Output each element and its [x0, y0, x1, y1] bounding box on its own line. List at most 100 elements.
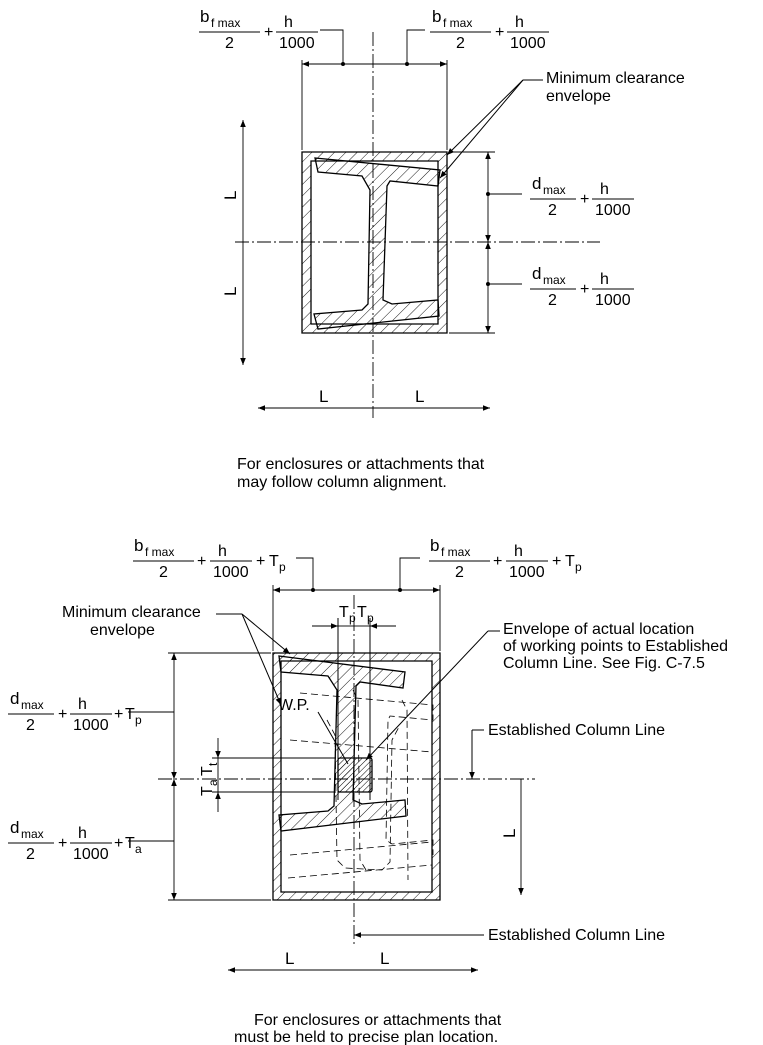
bottom-right-width-formula: b f max 2 + h 1000 + T p	[429, 536, 582, 581]
svg-text:L: L	[221, 191, 240, 200]
bottom-lower-height-formula: d max 2 + h 1000 + T a	[8, 818, 142, 863]
svg-text:2: 2	[548, 292, 557, 309]
svg-text:L: L	[285, 949, 294, 968]
svg-text:1000: 1000	[73, 846, 109, 863]
svg-text:h: h	[218, 543, 227, 560]
svg-text:envelope: envelope	[546, 88, 611, 105]
svg-text:T: T	[125, 706, 135, 723]
svg-text:+: +	[58, 706, 67, 723]
svg-text:+: +	[114, 835, 123, 852]
top-clearance-envelope	[301, 151, 448, 334]
svg-text:h: h	[78, 825, 87, 842]
svg-text:p: p	[135, 713, 142, 727]
top-upper-height-formula: d max 2 + h 1000	[530, 174, 634, 219]
svg-text:f max: f max	[145, 545, 174, 559]
svg-text:a: a	[135, 842, 142, 856]
top-left-L-dimension: L L	[221, 120, 246, 365]
svg-text:max: max	[21, 698, 44, 712]
svg-text:max: max	[543, 183, 566, 197]
svg-text:L: L	[221, 287, 240, 296]
svg-text:b: b	[134, 536, 143, 555]
svg-text:h: h	[600, 181, 609, 198]
svg-text:+: +	[495, 24, 504, 41]
bottom-envelope-label: Minimum clearance envelope	[62, 604, 291, 706]
svg-text:+: +	[197, 553, 206, 570]
top-left-width-formula: b f max 2 + h 1000	[199, 7, 318, 52]
svg-text:1000: 1000	[509, 564, 545, 581]
svg-text:1000: 1000	[595, 292, 631, 309]
bottom-upper-height-formula: d max 2 + h 1000 + T p	[8, 689, 142, 734]
svg-text:L: L	[380, 949, 389, 968]
svg-text:h: h	[600, 271, 609, 288]
svg-text:max: max	[21, 827, 44, 841]
svg-text:1000: 1000	[73, 717, 109, 734]
svg-text:h: h	[514, 543, 523, 560]
svg-text:For enclosures or attachments: For enclosures or attachments that	[254, 1012, 502, 1029]
svg-text:2: 2	[548, 202, 557, 219]
svg-text:f max: f max	[441, 545, 470, 559]
svg-text:of working points to Establish: of working points to Established	[503, 638, 728, 655]
svg-text:1000: 1000	[510, 35, 546, 52]
svg-text:2: 2	[26, 846, 35, 863]
svg-text:p: p	[349, 611, 356, 625]
svg-text:Envelope of actual location: Envelope of actual location	[503, 621, 694, 638]
top-height-dimension	[449, 151, 522, 334]
svg-text:b: b	[432, 7, 441, 26]
svg-text:+: +	[580, 191, 589, 208]
svg-text:L: L	[500, 829, 519, 838]
top-figure: b f max 2 + h 1000 b f max 2 + h 1000 Mi…	[199, 7, 685, 491]
svg-text:t: t	[206, 762, 220, 766]
actual-location-envelope-label: Envelope of actual location of working p…	[365, 621, 728, 761]
svg-text:b: b	[200, 7, 209, 26]
bottom-figure: b f max 2 + h 1000 + T p b f max 2 + h 1…	[8, 536, 728, 1045]
top-right-width-formula: b f max 2 + h 1000	[430, 7, 549, 52]
svg-text:2: 2	[456, 35, 465, 52]
established-column-line-label-1: Established Column Line	[469, 722, 665, 779]
bottom-caption: For enclosures or attachments that must …	[234, 1012, 502, 1045]
bottom-left-width-formula: b f max 2 + h 1000 + T p	[133, 536, 286, 581]
svg-text:h: h	[284, 14, 293, 31]
svg-text:1000: 1000	[213, 564, 249, 581]
svg-text:W.P.: W.P.	[278, 697, 310, 714]
svg-text:p: p	[279, 560, 286, 574]
established-column-line-label-2: Established Column Line	[354, 927, 665, 944]
svg-text:+: +	[552, 553, 561, 570]
svg-text:1000: 1000	[595, 202, 631, 219]
svg-text:Minimum clearance: Minimum clearance	[546, 70, 685, 87]
svg-text:f max: f max	[211, 16, 240, 30]
svg-text:+: +	[493, 553, 502, 570]
svg-text:h: h	[78, 696, 87, 713]
svg-text:L: L	[319, 387, 328, 406]
svg-text:a: a	[206, 779, 220, 786]
top-width-dimension	[301, 29, 448, 150]
svg-text:+: +	[580, 281, 589, 298]
svg-text:2: 2	[455, 564, 464, 581]
tp-tolerance-dimension: T p T p	[312, 604, 396, 629]
svg-text:T: T	[269, 553, 279, 570]
svg-text:2: 2	[159, 564, 168, 581]
svg-text:must be held to precise plan l: must be held to precise plan location.	[234, 1029, 498, 1045]
working-point-label: W.P.	[278, 697, 349, 765]
svg-text:envelope: envelope	[90, 622, 155, 639]
svg-text:d: d	[10, 689, 19, 708]
svg-text:b: b	[430, 536, 439, 555]
svg-text:T: T	[199, 766, 216, 776]
top-lower-height-formula: d max 2 + h 1000	[530, 264, 634, 309]
top-column-section	[313, 157, 441, 330]
bottom-bottom-L-dimension: L L	[228, 949, 478, 973]
svg-text:For enclosures or attachments: For enclosures or attachments that	[237, 456, 485, 473]
svg-text:p: p	[367, 611, 374, 625]
svg-text:Minimum clearance: Minimum clearance	[62, 604, 201, 621]
svg-text:Column Line. See Fig. C-7.5: Column Line. See Fig. C-7.5	[503, 655, 705, 672]
svg-text:f max: f max	[443, 16, 472, 30]
svg-text:L: L	[415, 387, 424, 406]
svg-text:Established Column Line: Established Column Line	[488, 722, 665, 739]
bottom-right-L-dimension: L	[500, 779, 524, 895]
svg-text:may follow column alignment.: may follow column alignment.	[237, 474, 447, 491]
svg-text:h: h	[515, 14, 524, 31]
bottom-height-dimension	[128, 652, 271, 901]
svg-text:T: T	[199, 786, 216, 796]
bottom-column-section	[278, 655, 407, 832]
working-point-envelope	[337, 757, 373, 793]
